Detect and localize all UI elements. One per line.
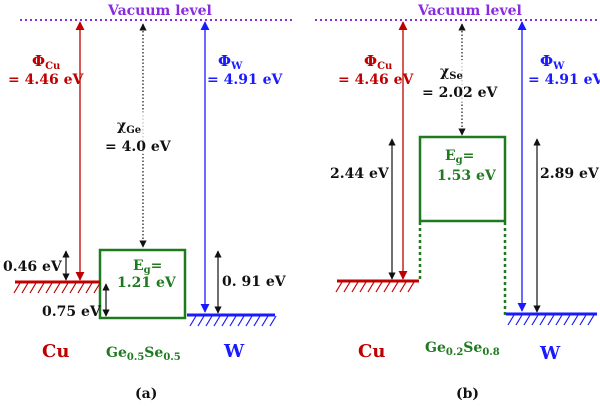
phi-cu-value: = 4.46 eV (338, 72, 414, 88)
panel-b-caption: (b) (456, 386, 479, 402)
bandgap-value: 1.53 eV (437, 168, 497, 184)
w-hatch (189, 315, 277, 327)
vacuum-level-label: Vacuum level (107, 3, 212, 19)
offset-left-label: 2.44 eV (330, 166, 390, 182)
offset-w-label: 0. 91 eV (222, 274, 287, 290)
panel-a: Vacuum level ΦCu = 4.46 eV ΦW = 4.91 eV … (3, 3, 295, 402)
chi-se-value: = 2.02 eV (422, 85, 498, 101)
semiconductor-name: Ge0.5Se0.5 (106, 345, 181, 363)
offset-vb-label: 0.75 eV (42, 304, 102, 320)
phi-cu-value: = 4.46 eV (8, 72, 84, 88)
chi-label-bg (418, 60, 516, 102)
chi-ge-label: χGe (117, 118, 141, 136)
bandgap-label: Eg= (133, 258, 162, 276)
metal-left-label: Cu (42, 341, 69, 362)
chi-ge-value: = 4.0 eV (105, 139, 172, 155)
phi-cu-label: ΦCu (364, 52, 392, 72)
vacuum-level-label: Vacuum level (417, 3, 522, 19)
cu-hatch (13, 282, 101, 294)
panel-a-caption: (a) (135, 386, 157, 402)
w-hatch (507, 314, 595, 326)
bandgap-label: Eg= (445, 148, 474, 166)
cu-hatch (335, 281, 415, 293)
chi-label-bg (100, 112, 200, 154)
metal-right-label: W (223, 341, 245, 362)
phi-w-label: ΦW (218, 52, 243, 72)
phi-w-value: = 4.91 eV (207, 72, 283, 88)
panel-b: Vacuum level ΦCu = 4.46 eV ΦW = 4.91 eV … (315, 3, 600, 402)
phi-w-value: = 4.91 eV (528, 72, 600, 88)
bandgap-value: 1.21 eV (117, 275, 177, 291)
semiconductor-band-box (418, 135, 507, 223)
metal-left-label: Cu (358, 341, 385, 362)
phi-w-label: ΦW (540, 52, 565, 72)
offset-right-label: 2.89 eV (540, 166, 600, 182)
chi-se-label: χSe (440, 64, 463, 82)
metal-right-label: W (539, 343, 561, 364)
semiconductor-name: Ge0.2Se0.8 (425, 340, 500, 358)
phi-cu-label: ΦCu (32, 52, 60, 72)
offset-cb-label: 0.46 eV (3, 259, 63, 275)
